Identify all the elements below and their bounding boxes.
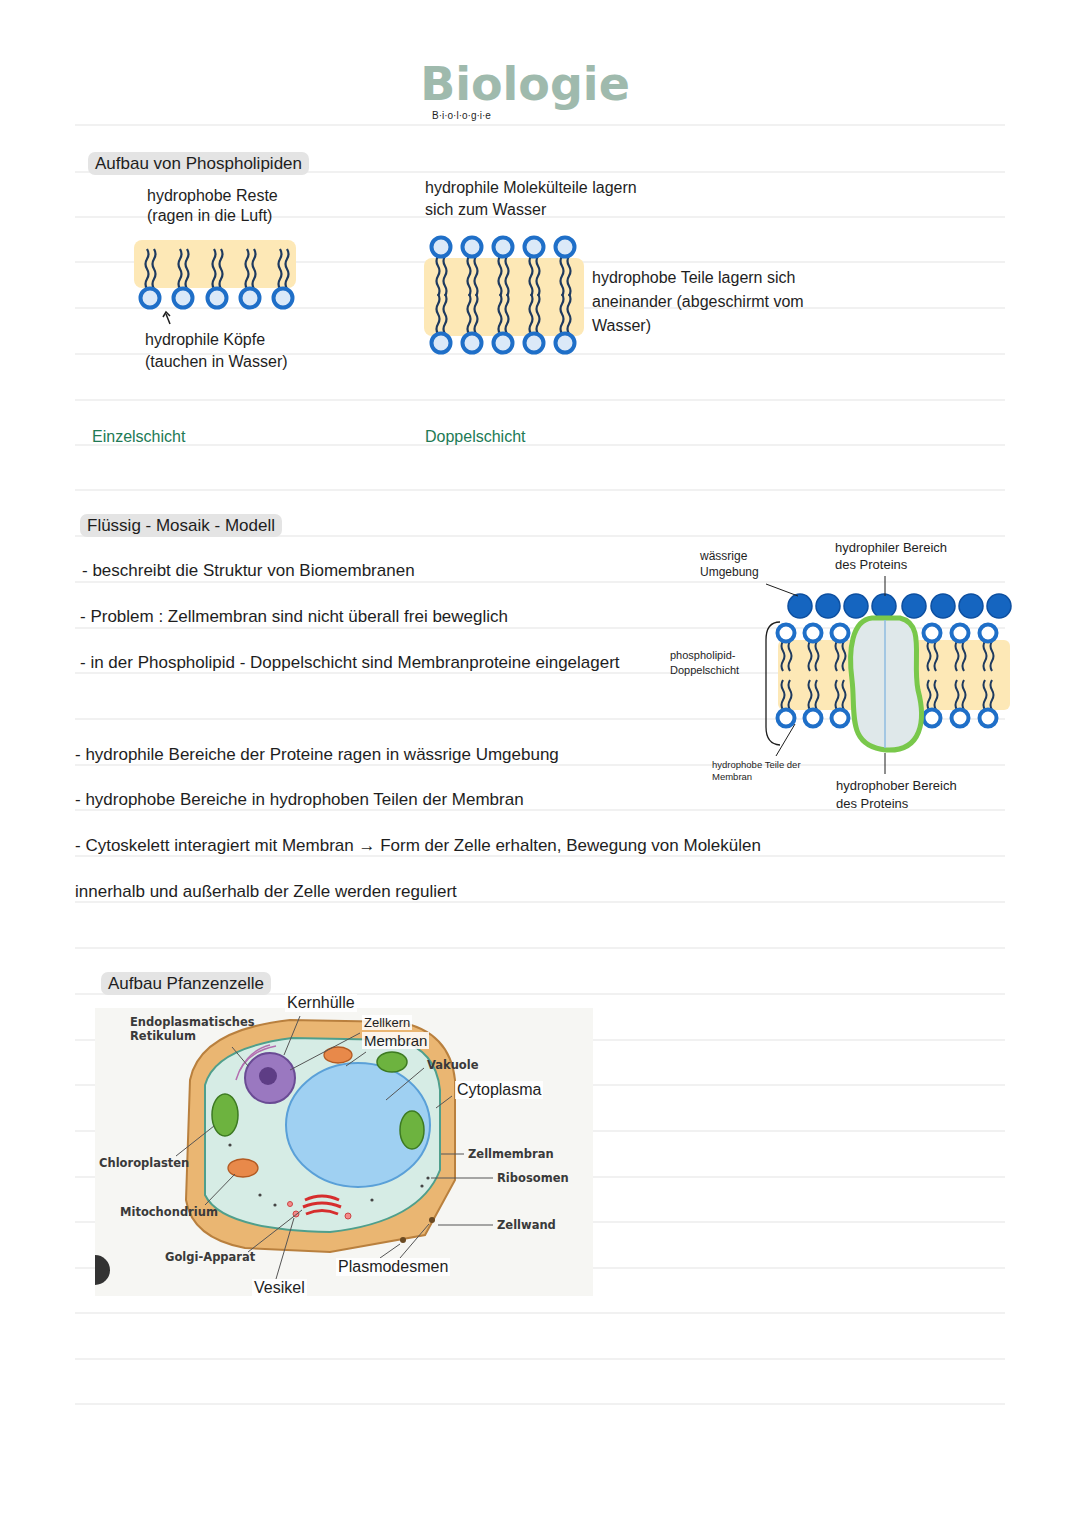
bullet-point: - Problem : Zellmembran sind nicht übera… (80, 594, 680, 640)
annotation: hydrophobe Teile lagern sich aneinander … (592, 266, 842, 338)
bullet-point: - hydrophile Bereiche der Proteine ragen… (75, 732, 715, 778)
diagram-label: phospholipid-Doppelschicht (670, 648, 758, 678)
cell-part-label: Golgi-Apparat (165, 1250, 255, 1264)
page-title: Biologie (0, 56, 1050, 112)
cell-part-label: Mitochondrium (120, 1205, 218, 1219)
diagram-label: hydrophobe Teile der Membran (712, 759, 804, 783)
cell-part-label: Membran (362, 1032, 429, 1049)
vesicles (288, 1202, 352, 1220)
cell-part-label: Zellmembran (468, 1147, 554, 1161)
annotation: hydrophobe Reste (ragen in die Luft) (147, 186, 312, 226)
cell-part-label: Plasmodesmen (336, 1258, 450, 1276)
membrane-protein-diagram (766, 576, 1011, 774)
heading-text: Aufbau Pfanzenzelle (108, 974, 264, 993)
cell-part-label: Kernhülle (285, 994, 357, 1012)
heading-text: Flüssig - Mosaik - Modell (87, 516, 275, 535)
section-heading: Flüssig - Mosaik - Modell (80, 514, 282, 537)
phospholipid-bilayer (424, 238, 584, 353)
cell-part-label: Vesikel (252, 1279, 307, 1297)
layer-name: Einzelschicht (92, 428, 185, 446)
cell-wall (186, 1020, 455, 1252)
bullet-point: - hydrophobe Bereiche in hydrophoben Tei… (75, 777, 715, 823)
cell-part-label: Zellkern (362, 1015, 412, 1030)
plant-cell-illustration (95, 1008, 593, 1296)
vacuole (286, 1063, 430, 1187)
bracket (766, 622, 780, 745)
heading-text: Aufbau von Phospholipiden (95, 154, 302, 173)
bullet-point: - Cytoskelett interagiert mit Membran → … (75, 823, 785, 914)
diagram-label: wässrige Umgebung (700, 548, 782, 580)
membrane-protein (851, 618, 922, 750)
section-heading: Aufbau Pfanzenzelle (101, 972, 271, 995)
leader-lines (176, 1016, 493, 1279)
diagram-label: hydrophober Bereich des Proteins (836, 777, 981, 813)
diagram-label: hydrophiler Bereich des Proteins (835, 539, 970, 573)
annotation: hydrophile Molekülteile lagern sich zum … (425, 177, 655, 221)
cell-part-label: Chloroplasten (99, 1156, 189, 1170)
golgi-apparatus (303, 1196, 341, 1214)
leader-lines (766, 576, 885, 774)
cytoplasm (205, 1038, 440, 1232)
mitochondria (228, 1047, 352, 1177)
ruled-lines (75, 125, 1005, 1404)
bullet-point: - in der Phospholipid - Doppelschicht si… (80, 640, 640, 686)
title-subtext: B·i·o·l·o·g·i·e (432, 110, 491, 121)
plasmodesmata (400, 1217, 435, 1243)
annotation: hydrophile Köpfe (tauchen in Wasser) (145, 329, 330, 373)
ribosomes (228, 1143, 429, 1206)
cell-part-label: Cytoplasma (455, 1081, 543, 1099)
phospholipid-monolayer (134, 240, 296, 324)
cell-part-label: Ribosomen (497, 1171, 569, 1185)
layer-name: Doppelschicht (425, 428, 526, 446)
nucleus (245, 1053, 295, 1103)
cell-part-label: Zellwand (497, 1218, 556, 1232)
cell-part-label: Endoplasmatisches Retikulum (130, 1015, 255, 1043)
corner-mark (95, 1255, 110, 1285)
section-heading: Aufbau von Phospholipiden (88, 152, 309, 175)
chloroplasts (212, 1052, 424, 1149)
bullet-point: - beschreibt die Struktur von Biomembran… (82, 548, 682, 594)
cell-part-label: Vakuole (427, 1058, 479, 1072)
